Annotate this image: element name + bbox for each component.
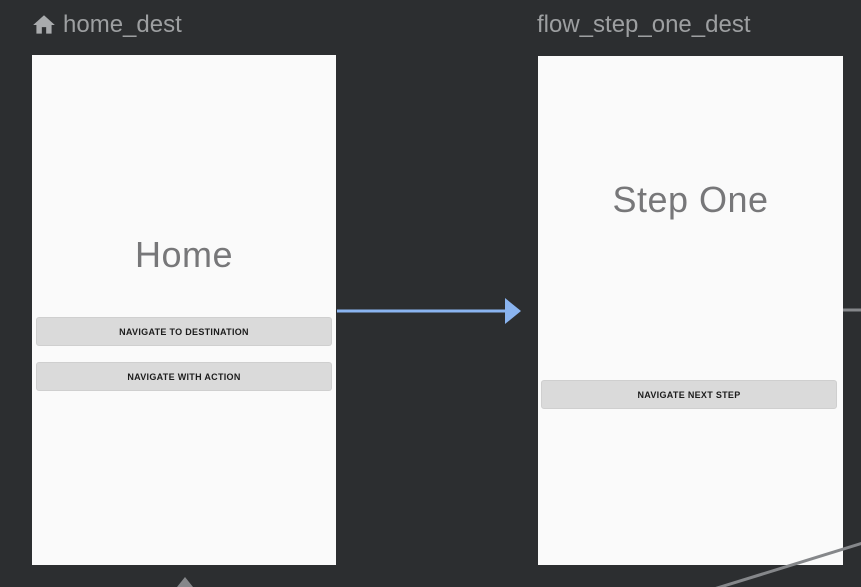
preview-button-navigate-next-step: NAVIGATE NEXT STEP xyxy=(541,380,837,409)
preview-button-navigate-with-action: NAVIGATE WITH ACTION xyxy=(36,362,332,391)
action-arrowhead-into-home-dest[interactable] xyxy=(177,577,193,587)
screen-title-step-one: Step One xyxy=(612,179,769,220)
destination-preview-home-dest[interactable]: Home NAVIGATE TO DESTINATION NAVIGATE WI… xyxy=(32,55,336,565)
action-home-to-step-one-arrow[interactable] xyxy=(337,298,521,324)
action-diagonal-offscreen-line[interactable] xyxy=(714,542,861,587)
start-destination-home-icon xyxy=(33,15,55,34)
destination-label-home-dest: home_dest xyxy=(63,11,182,38)
screen-title-home: Home xyxy=(134,234,234,275)
destination-preview-flow-step-one-dest[interactable]: Step One NAVIGATE NEXT STEP xyxy=(538,56,843,565)
destination-header-home-dest[interactable]: home_dest xyxy=(31,9,182,41)
preview-button-navigate-to-destination: NAVIGATE TO DESTINATION xyxy=(36,317,332,346)
destination-header-flow-step-one-dest[interactable]: flow_step_one_dest xyxy=(537,9,751,41)
destination-label-flow-step-one-dest: flow_step_one_dest xyxy=(537,11,751,38)
